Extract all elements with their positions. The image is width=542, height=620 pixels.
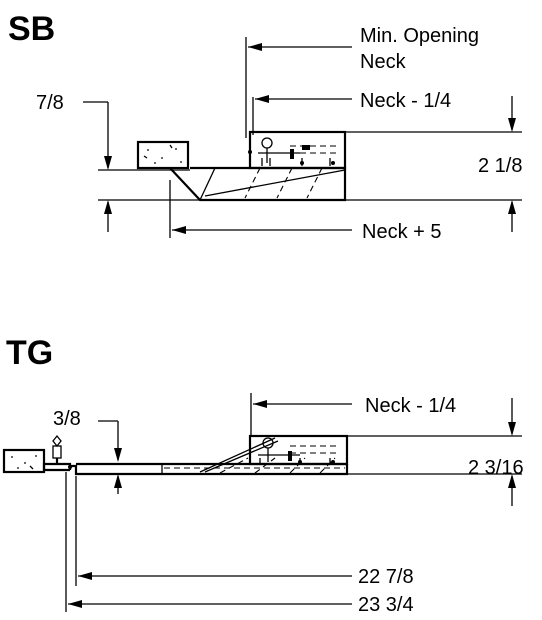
sb-section: SB Min. Opening Neck Neck - 1/4 7/8 (8, 10, 522, 243)
sb-top-dimension: 7/8 (36, 92, 112, 232)
arrowhead (508, 422, 516, 436)
tg-title: TG (6, 334, 53, 372)
arrowhead (508, 474, 516, 488)
tg-section: TG Neck - 1/4 3/8 (2, 334, 524, 616)
tg-neck-minus-label: Neck - 1/4 (365, 395, 456, 417)
tg-dim-b-label: 23 3/4 (358, 594, 414, 616)
sb-neck-plus-label: Neck + 5 (362, 221, 441, 243)
tg-diffuser-body (70, 434, 349, 476)
arrowhead (255, 95, 269, 103)
sb-height-dimension: 2 1/8 (478, 96, 522, 232)
sb-neck-label: Neck (360, 51, 407, 73)
sb-min-opening-label: Min. Opening (360, 25, 479, 47)
arrowhead (508, 118, 516, 132)
tg-height-label: 2 3/16 (468, 457, 524, 479)
arrowhead (172, 226, 186, 234)
arrowhead (114, 474, 122, 488)
tg-tee-grid (42, 434, 72, 472)
tg-top-dim-label: 3/8 (53, 408, 81, 430)
sb-neck-minus-dimension: Neck - 1/4 (252, 90, 451, 135)
sb-neck-minus-label: Neck - 1/4 (360, 90, 451, 112)
tg-width-dimensions: 22 7/8 23 3/4 (65, 472, 414, 616)
sb-title: SB (8, 10, 55, 48)
tg-height-dimension: 2 3/16 (468, 398, 524, 506)
tg-dim-a-label: 22 7/8 (358, 566, 414, 588)
arrowhead (508, 200, 516, 214)
arrowhead (104, 156, 112, 170)
sb-min-opening-dimension: Min. Opening Neck (245, 25, 479, 138)
tg-neck-minus-dimension: Neck - 1/4 (250, 393, 456, 436)
arrowhead (68, 600, 82, 608)
tg-top-dimension: 3/8 (53, 408, 122, 494)
sb-top-dim-label: 7/8 (36, 92, 64, 114)
sb-height-label: 2 1/8 (478, 155, 522, 177)
arrowhead (114, 448, 122, 462)
arrowhead (104, 200, 112, 214)
sb-neck-plus-dimension: Neck + 5 (169, 180, 441, 243)
damper-pivot (261, 137, 273, 149)
arrowhead (248, 43, 262, 51)
arrowhead (253, 400, 267, 408)
sb-ceiling-tile (136, 140, 190, 170)
arrowhead (78, 572, 92, 580)
sb-diffuser-body (169, 130, 347, 202)
tg-ceiling-tile (2, 448, 46, 474)
